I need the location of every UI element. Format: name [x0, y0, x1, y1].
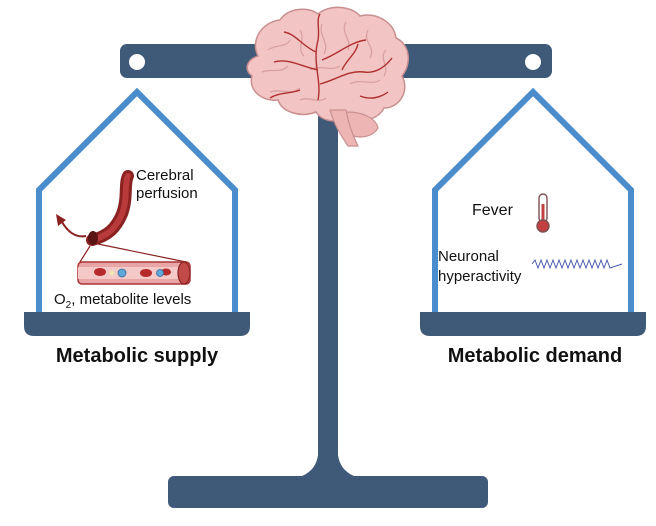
scale-base — [168, 476, 488, 508]
levels-label-suffix: , metabolite levels — [71, 291, 191, 308]
supply-title: Metabolic supply — [56, 345, 219, 367]
levels-label: O2, metabolite levels — [54, 291, 191, 311]
left-pan: Cerebral perfusion O2, metabolite levels — [24, 87, 250, 336]
brain-icon — [246, 6, 409, 147]
levels-label-subscript: 2 — [66, 300, 72, 311]
blood-vessel-icon — [86, 170, 134, 246]
zoom-lines — [79, 243, 187, 263]
scale-pillar — [318, 98, 338, 470]
demand-title: Metabolic demand — [448, 345, 622, 367]
activity-trace-icon — [531, 258, 623, 270]
flow-arrow-icon — [56, 214, 87, 238]
hyperactivity-label-line2: hyperactivity — [438, 268, 522, 285]
vessel-cross-section-icon — [77, 261, 191, 285]
left-pan-tray — [24, 312, 250, 336]
left-pivot-hole — [129, 54, 145, 70]
thermometer-icon — [536, 193, 550, 233]
fever-label: Fever — [472, 202, 514, 219]
left-pan-frame — [36, 87, 238, 313]
hyperactivity-label-line1: Neuronal — [438, 248, 499, 265]
right-pan: Fever Neuronal hyperactivity — [420, 87, 646, 336]
levels-label-prefix: O — [54, 291, 66, 308]
perfusion-label-line2: perfusion — [136, 185, 198, 202]
right-pivot-hole — [525, 54, 541, 70]
right-pan-tray — [420, 312, 646, 336]
perfusion-label-line1: Cerebral — [136, 167, 194, 184]
right-pan-frame — [432, 87, 634, 313]
